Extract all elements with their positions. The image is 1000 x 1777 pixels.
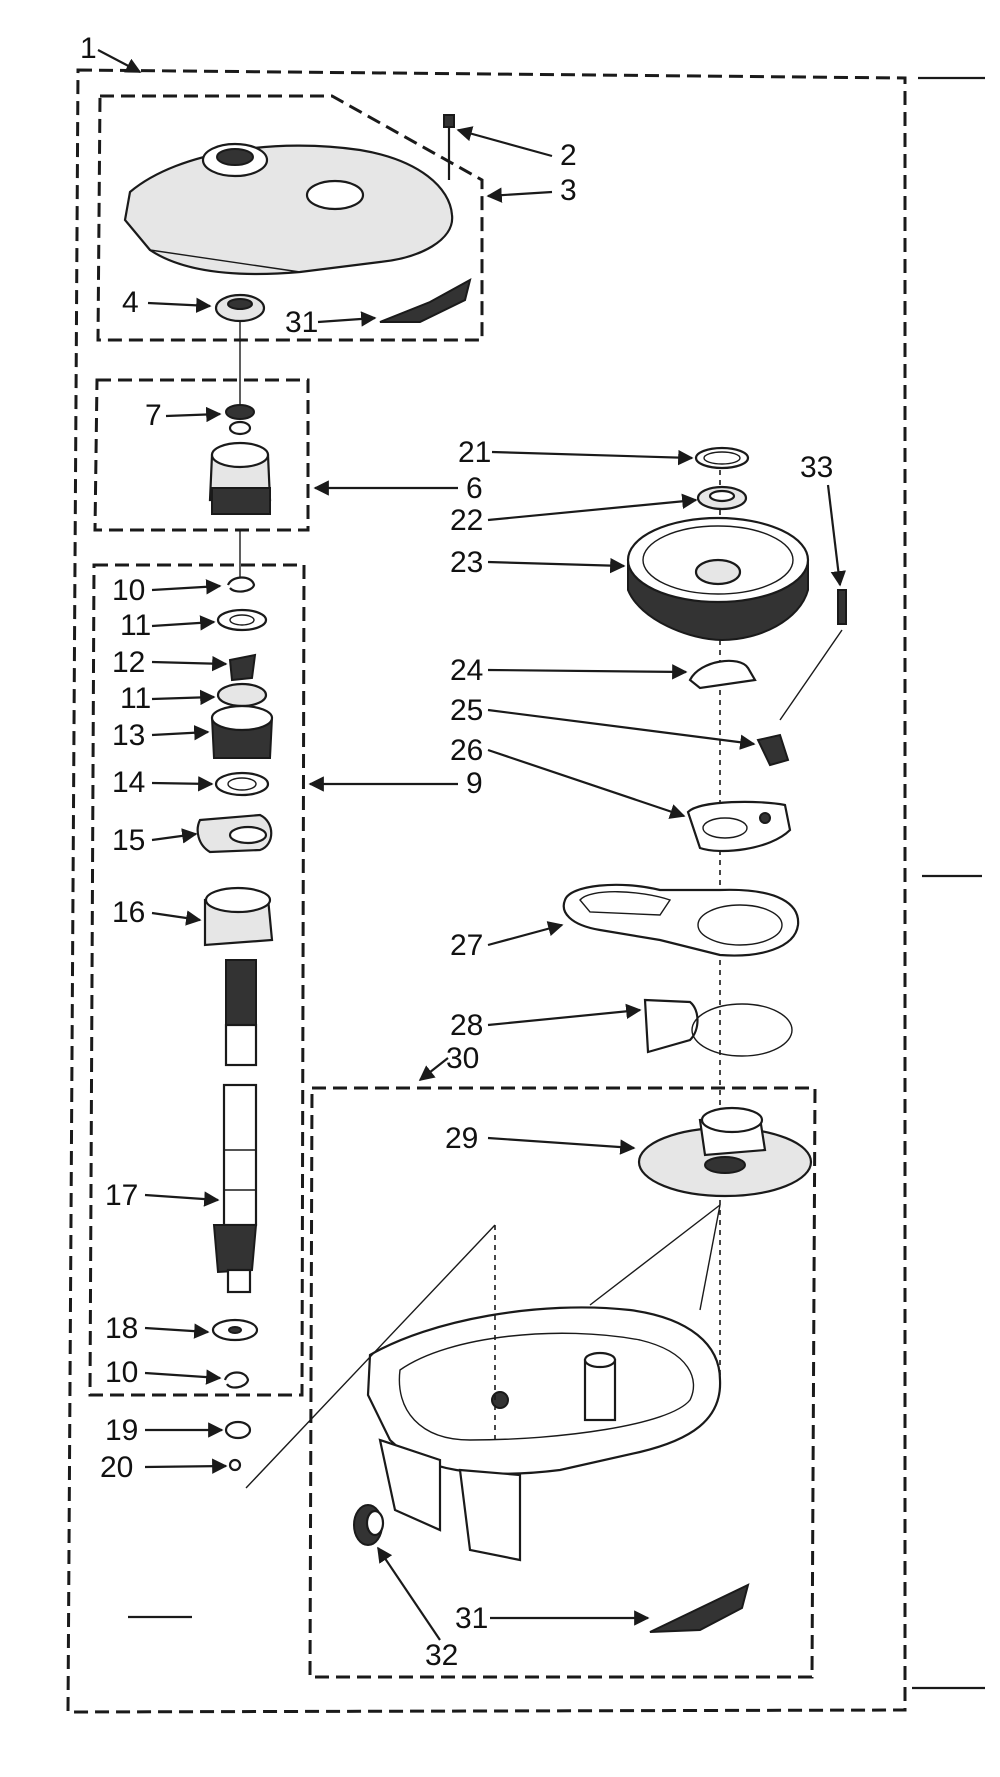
callout-7: 7 [145, 399, 162, 432]
shaft-part-17 [222, 1083, 258, 1227]
washer-part-11a [216, 608, 268, 632]
callout-4: 4 [122, 286, 139, 319]
callout-13: 13 [112, 719, 145, 752]
callout-11-top: 11 [120, 609, 151, 642]
callout-27: 27 [450, 929, 483, 962]
part-24 [688, 659, 757, 690]
washer-part-14 [214, 771, 270, 797]
lever-part-27 [562, 883, 800, 957]
washer-part-11b [216, 682, 268, 708]
pin-part-33 [837, 589, 847, 625]
callout-12: 12 [112, 646, 145, 679]
callout-32: 32 [425, 1639, 458, 1672]
callout-21: 21 [458, 436, 491, 469]
part-28 [643, 998, 699, 1054]
gear-case-cover [123, 144, 454, 276]
callout-31-top: 31 [285, 306, 318, 339]
part-19 [224, 1420, 252, 1440]
callout-3: 3 [560, 174, 577, 207]
callout-15: 15 [112, 824, 145, 857]
part-7 [225, 404, 255, 420]
callout-22: 22 [450, 504, 483, 537]
callout-30: 30 [446, 1042, 479, 1075]
grease-pack-31a [379, 278, 472, 323]
callout-6: 6 [466, 472, 483, 505]
spring-part-12 [228, 653, 257, 682]
callout-26: 26 [450, 734, 483, 767]
part-25 [756, 733, 790, 767]
callout-1: 1 [80, 32, 97, 65]
callout-10-bottom: 10 [105, 1356, 138, 1389]
callout-29: 29 [445, 1122, 478, 1155]
callout-25: 25 [450, 694, 483, 727]
gear-case-base [366, 1306, 722, 1475]
callout-9: 9 [466, 767, 483, 800]
callout-11-mid: 11 [120, 682, 151, 715]
callout-10-top: 10 [112, 574, 145, 607]
ring-part-21 [694, 446, 750, 470]
clip-part-10a [226, 576, 256, 593]
screw-part-2 [443, 114, 455, 128]
callout-16: 16 [112, 896, 145, 929]
callout-31-bottom: 31 [455, 1602, 488, 1635]
callout-19: 19 [105, 1414, 138, 1447]
group-6 [93, 378, 310, 532]
part-20 [228, 1458, 242, 1472]
callout-33: 33 [800, 451, 833, 484]
cover-group [96, 94, 484, 342]
leader-1 [97, 49, 142, 73]
grease-pack-31b [649, 1583, 750, 1633]
callout-20: 20 [100, 1451, 133, 1484]
group-30 [308, 1086, 817, 1679]
clip-part-10b [223, 1371, 250, 1389]
callout-24: 24 [450, 654, 483, 687]
callout-28: 28 [450, 1009, 483, 1042]
callout-23: 23 [450, 546, 483, 579]
group-9 [88, 563, 306, 1397]
assembly-outline [66, 68, 985, 1714]
callout-17: 17 [105, 1179, 138, 1212]
callout-14: 14 [112, 766, 145, 799]
callout-18: 18 [105, 1312, 138, 1345]
callout-2: 2 [560, 139, 577, 172]
right-stack [562, 446, 847, 1380]
